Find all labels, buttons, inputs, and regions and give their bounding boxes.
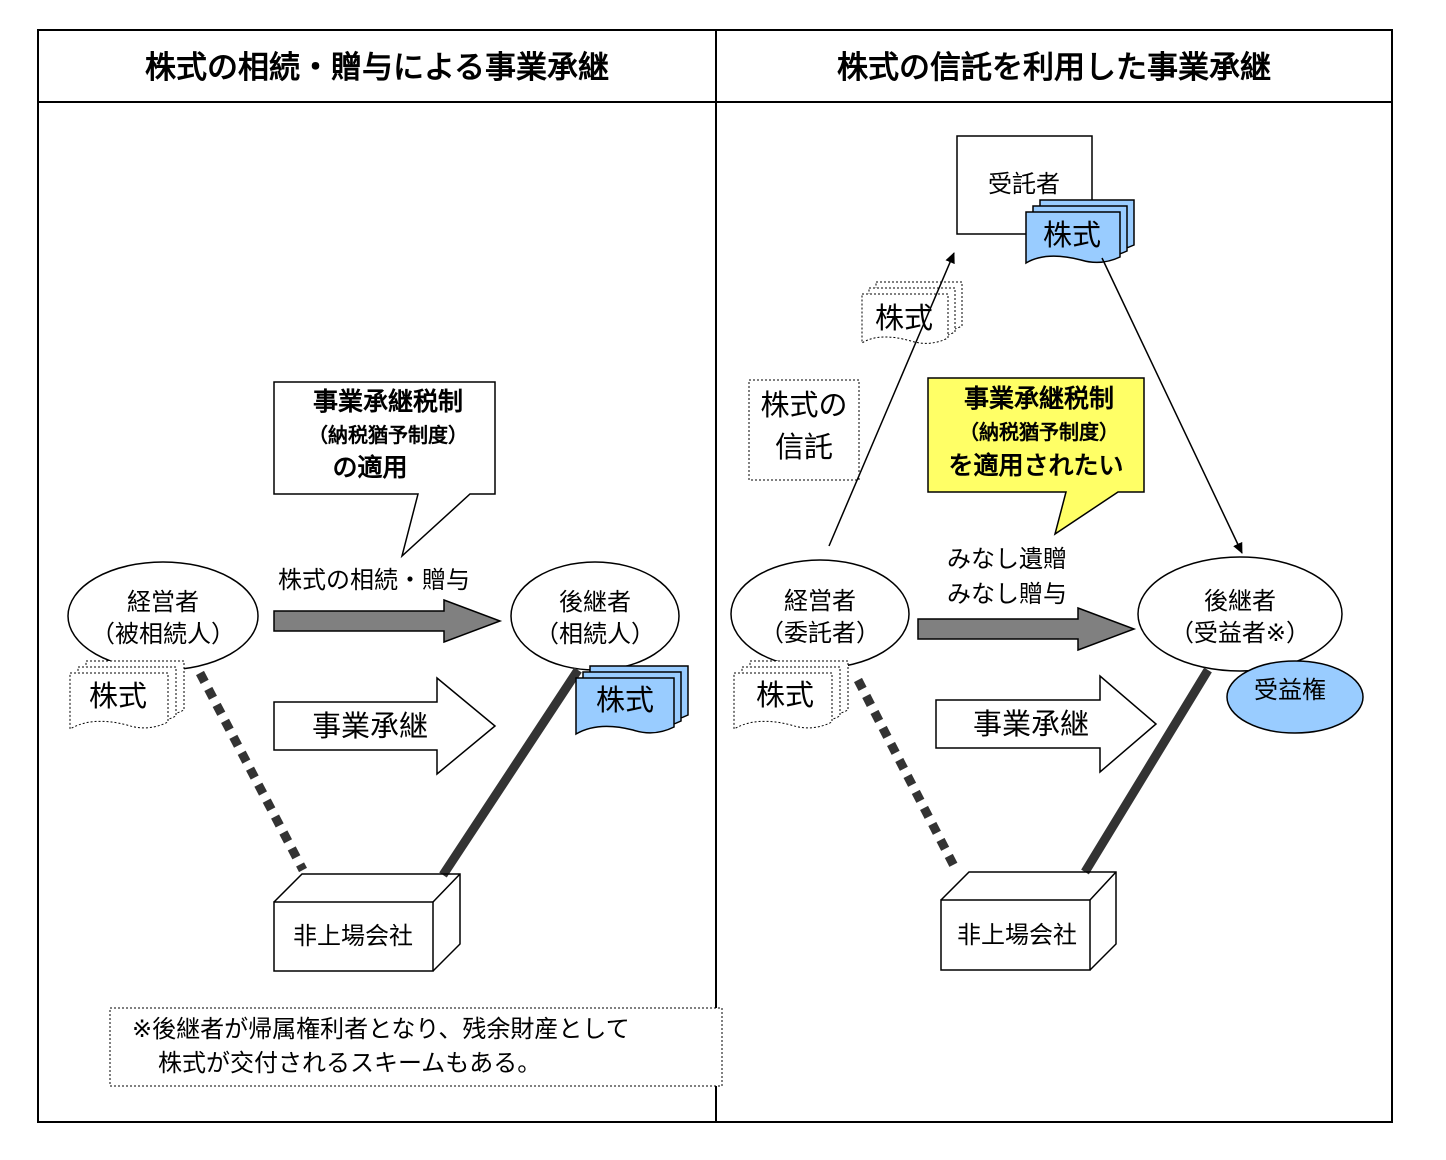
- trustee-box: 受託者: [956, 135, 1093, 235]
- right-panel-title: 株式の信託を利用した事業承継: [837, 50, 1271, 86]
- right-succession-label: 事業承継: [973, 707, 1089, 741]
- left-manager-role: （被相続人）: [91, 620, 235, 648]
- right-callout-line2: （納税猶予制度）: [959, 420, 1119, 444]
- left-manager-shares-label: 株式: [89, 679, 147, 713]
- footnote-line2: 株式が交付されるスキームもある。: [158, 1049, 541, 1077]
- left-manager-shares-doc: 株式: [69, 660, 185, 730]
- left-succession-arrow: [273, 676, 497, 776]
- footnote-line1: ※後継者が帰属権利者となり、残余財産として: [132, 1015, 630, 1043]
- left-callout-line2: （納税猶予制度）: [308, 423, 468, 447]
- trust-moving-shares-label: 株式: [875, 301, 933, 335]
- left-transfer-label: 株式の相続・贈与: [278, 566, 470, 594]
- right-callout-line1: 事業承継税制: [964, 384, 1114, 413]
- left-company-box: 非上場会社: [273, 873, 461, 972]
- trust-arrow: [828, 252, 955, 547]
- right-transfer-arrow: [917, 606, 1137, 652]
- right-successor-node: 後継者 （受益者※）: [1137, 556, 1343, 672]
- trust-label-line1: 株式の: [760, 388, 847, 422]
- right-manager-node: 経営者 （委託者）: [730, 559, 910, 669]
- right-manager-shares-doc: 株式: [733, 660, 849, 730]
- beneficial-right-label: 受益権: [1254, 676, 1326, 704]
- deemed-gift-label: みなし贈与: [947, 580, 1067, 608]
- trustee-shares-doc: 株式: [1025, 199, 1135, 265]
- left-successor-role: （相続人）: [535, 620, 655, 648]
- right-tax-callout: 事業承継税制 （納税猶予制度） を適用されたい: [927, 377, 1145, 536]
- left-callout-line3: の適用: [332, 453, 407, 482]
- left-panel-title: 株式の相続・贈与による事業承継: [145, 50, 609, 86]
- right-company-label: 非上場会社: [957, 921, 1077, 949]
- right-successor-company-link: [1081, 667, 1212, 875]
- trust-label-box: 株式の 信託: [748, 379, 860, 481]
- left-successor-node: 後継者 （相続人）: [510, 561, 680, 671]
- right-manager-role: （委託者）: [760, 619, 880, 647]
- trustee-shares-label: 株式: [1043, 218, 1101, 252]
- left-manager-node: 経営者 （被相続人）: [67, 561, 259, 671]
- trust-moving-shares-doc: 株式: [861, 281, 963, 344]
- right-manager-name: 経営者: [784, 587, 856, 615]
- right-manager-shares-label: 株式: [756, 678, 814, 712]
- left-manager-name: 経営者: [127, 588, 199, 616]
- right-company-box: 非上場会社: [940, 871, 1117, 971]
- left-transfer-arrow: [273, 598, 503, 644]
- left-manager-company-link: [196, 670, 307, 873]
- left-successor-shares-label: 株式: [596, 683, 654, 717]
- left-callout-line1: 事業承継税制: [313, 387, 463, 416]
- left-successor-name: 後継者: [559, 588, 631, 616]
- right-callout-line3: を適用されたい: [948, 451, 1123, 480]
- beneficial-right-node: 受益権: [1226, 660, 1364, 734]
- right-successor-role: （受益者※）: [1170, 619, 1310, 647]
- right-succession-arrow: [935, 674, 1158, 774]
- deemed-bequest-label: みなし遺贈: [947, 545, 1067, 573]
- benefit-arrow: [1101, 257, 1243, 554]
- right-successor-name: 後継者: [1204, 587, 1276, 615]
- left-tax-callout: 事業承継税制 （納税猶予制度） の適用: [273, 381, 496, 559]
- panel-frame: [37, 29, 1393, 1123]
- left-successor-shares-doc: 株式: [575, 665, 689, 736]
- trust-label-line2: 信託: [775, 430, 833, 464]
- footnote-box: ※後継者が帰属権利者となり、残余財産として 株式が交付されるスキームもある。: [109, 1007, 723, 1087]
- left-successor-company-link: [439, 667, 582, 878]
- left-company-label: 非上場会社: [293, 922, 413, 950]
- left-succession-label: 事業承継: [312, 709, 428, 743]
- trustee-label: 受託者: [988, 170, 1060, 198]
